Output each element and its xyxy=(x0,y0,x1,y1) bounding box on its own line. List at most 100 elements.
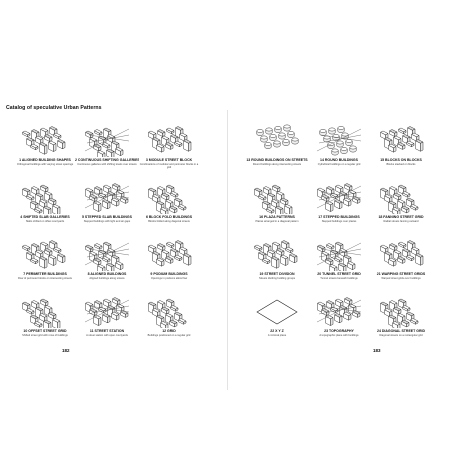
pattern-title: 10 OFFSET STREET GRID xyxy=(23,329,67,333)
pattern-description: Plazas arranged in a diagonal pattern xyxy=(255,219,299,223)
pattern-title: 17 STEPPED BUILDINGS xyxy=(318,215,360,219)
urban-pattern-diagram xyxy=(316,183,362,212)
urban-pattern-diagram xyxy=(84,127,130,157)
pattern-description: Cylindrical buildings on a regular grid xyxy=(317,162,361,166)
pattern-title: 22 X Y Z xyxy=(270,329,284,333)
pattern-title: 7 PERIMETER BUILDINGS xyxy=(23,272,67,276)
pattern-title: 13 ROUND BUILDINGS ON STREETS xyxy=(246,158,308,162)
urban-pattern-diagram xyxy=(256,124,299,149)
urban-pattern-diagram xyxy=(316,297,362,326)
urban-pattern-diagram xyxy=(21,184,61,214)
pattern-title: 5 STEPPED SLAB BUILDINGS xyxy=(82,215,132,219)
pattern-description: Row of perimeter blocks on intersecting … xyxy=(18,276,72,280)
urban-pattern-diagram xyxy=(379,240,424,267)
urban-pattern-diagram xyxy=(256,299,298,325)
pattern-description: Shifted street grid with rows of buildin… xyxy=(22,333,68,337)
pattern-title: 18 FANNING STREET GRID xyxy=(378,215,424,219)
urban-pattern-diagram xyxy=(84,241,130,271)
pattern-description: Openings in podiums allow flow xyxy=(150,276,188,280)
pattern-title: 15 BLOCKS ON BLOCKS xyxy=(380,158,422,162)
pattern-title: 20 TUNNEL STREET GRID xyxy=(317,272,361,276)
pattern-description: Combinations of modular and perimeter bl… xyxy=(139,162,199,169)
urban-pattern-diagram xyxy=(147,240,192,267)
urban-pattern-diagram xyxy=(316,241,362,271)
catalog-title: Catalog of speculative Urban Patterns xyxy=(6,105,102,111)
pattern-title: 16 PLAZA PATTERNS xyxy=(259,215,295,219)
urban-pattern-diagram xyxy=(147,298,187,328)
page-fold xyxy=(227,110,228,390)
pattern-description: Tunnel streets beneath buildings xyxy=(320,276,358,280)
urban-pattern-diagram xyxy=(379,298,419,328)
right-page-number: 183 xyxy=(373,348,381,353)
pattern-title: 12 GRID xyxy=(162,329,176,333)
urban-pattern-diagram xyxy=(253,184,293,214)
pattern-description: Stepped buildings with light and air gap… xyxy=(83,219,131,223)
pattern-title: 14 ROUND BUILDINGS xyxy=(320,158,358,162)
urban-pattern-diagram xyxy=(147,126,192,153)
pattern-title: 4 SHIFTED SLAB GALLERIES xyxy=(20,215,70,219)
pattern-title: 19 STREET DIVISION xyxy=(259,272,295,276)
pattern-description: A topographic plane with buildings xyxy=(319,333,359,337)
pattern-title: 8 ALIGNED BUILDINGS xyxy=(87,272,127,276)
left-page-number: 182 xyxy=(62,348,70,353)
pattern-description: Round buildings along intersecting stree… xyxy=(252,162,302,166)
pattern-description: Stepped buildings over plazas xyxy=(321,219,357,223)
pattern-title: 3 MODULE STREET BLOCK xyxy=(145,158,193,162)
urban-pattern-diagram xyxy=(253,240,298,269)
urban-pattern-diagram xyxy=(84,183,130,212)
pattern-title: 9 PODIUM BUILDINGS xyxy=(150,272,188,276)
urban-pattern-diagram xyxy=(379,184,419,214)
pattern-title: 11 STREET STATION xyxy=(89,329,125,333)
pattern-description: A street station with open courtyards xyxy=(86,333,128,337)
pattern-description: Aligned buildings along streets xyxy=(89,276,125,280)
pattern-title: 24 DIAGONAL STREET GRID xyxy=(377,329,425,333)
pattern-description: Blocks stacked on blocks xyxy=(386,162,416,166)
pattern-description: Blocks folded along diagonal streets xyxy=(148,219,190,223)
pattern-description: Buildings positioned on a regular grid xyxy=(147,333,191,337)
urban-pattern-diagram xyxy=(147,184,187,214)
pattern-description: Streets dividing building groups xyxy=(258,276,296,280)
pattern-title: 21 WARPING STREET GRIDS xyxy=(376,272,426,276)
pattern-description: Slabs shifted on offset courtyards xyxy=(25,219,65,223)
pattern-title: 1 ALIGNED BUILDING SHAPES xyxy=(19,158,71,162)
urban-pattern-diagram xyxy=(84,297,130,326)
pattern-description: Diagonal streets on a rectangular grid xyxy=(379,333,423,337)
urban-pattern-diagram xyxy=(316,126,362,156)
urban-pattern-diagram xyxy=(379,126,424,153)
pattern-description: Radial streets fanning outward xyxy=(383,219,419,223)
pattern-title: 23 TOPOGRAPHY xyxy=(324,329,354,333)
pattern-description: Orthogonal buildings with varying street… xyxy=(16,162,74,166)
urban-pattern-diagram xyxy=(21,240,66,269)
pattern-title: 6 BLOCK FOLD BUILDINGS xyxy=(145,215,193,219)
pattern-description: Warped street grids over buildings xyxy=(381,276,421,280)
pattern-description: Continuous galleries with shifting level… xyxy=(77,162,137,166)
urban-pattern-diagram xyxy=(21,126,66,155)
pattern-title: 2 CONTINUOUS SHIFTING GALLERIES xyxy=(75,158,139,162)
